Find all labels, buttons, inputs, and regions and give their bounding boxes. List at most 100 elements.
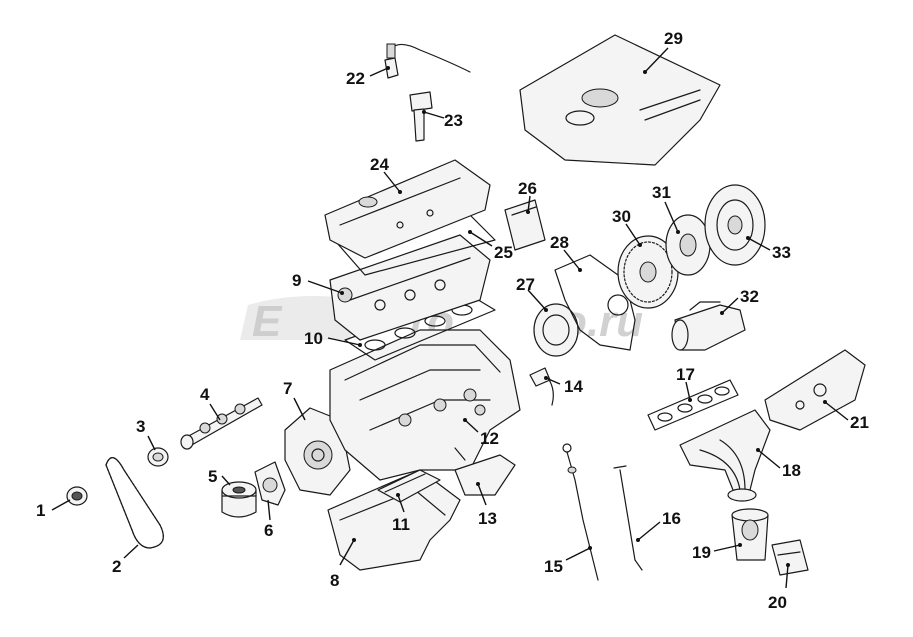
part-6-water-pump (254, 461, 286, 506)
callout-label-10: 10 (304, 329, 323, 348)
callout-label-17: 17 (676, 365, 695, 384)
callout-label-22: 22 (346, 69, 365, 88)
callout-19: 19 (692, 543, 742, 562)
callout-27: 27 (516, 275, 548, 312)
callout-label-5: 5 (208, 467, 217, 486)
part-22-oxygen-sensor (384, 43, 471, 79)
callout-2: 2 (112, 544, 139, 576)
callouts: 1 2 3 4 5 6 7 8 (36, 29, 869, 612)
part-30-flywheel (617, 235, 679, 309)
callout-label-16: 16 (662, 509, 681, 528)
callout-23: 23 (422, 110, 463, 130)
part-32-starter-motor (671, 301, 746, 351)
part-15-dipstick (562, 443, 599, 581)
part-27-rear-main-seal (533, 303, 579, 357)
part-28-rear-engine-plate (554, 254, 636, 351)
callout-label-1: 1 (36, 501, 45, 520)
watermark-text-left: E (252, 297, 283, 346)
callout-label-24: 24 (370, 155, 389, 174)
callout-7: 7 (283, 379, 306, 421)
callout-30: 30 (612, 207, 642, 247)
part-12-block-sensor (474, 404, 486, 416)
callout-label-8: 8 (330, 571, 339, 590)
part-26-cover-plate (504, 199, 546, 251)
part-7-oil-pump-housing (284, 407, 351, 496)
part-1-crank-pulley-bolt (66, 486, 88, 506)
part-21-manifold-heat-shield (764, 349, 866, 431)
engine-block (329, 329, 521, 481)
callout-label-2: 2 (112, 557, 121, 576)
callout-label-32: 32 (740, 287, 759, 306)
part-9-cylinder-head (329, 234, 491, 341)
callout-6: 6 (264, 499, 273, 540)
callout-label-20: 20 (768, 593, 787, 612)
callout-4: 4 (200, 385, 221, 421)
callout-label-4: 4 (200, 385, 210, 404)
callout-label-23: 23 (444, 111, 463, 130)
part-3-tensioner-pulley (147, 447, 169, 467)
part-17-exhaust-gasket (647, 379, 739, 431)
part-20-heat-shield (771, 539, 809, 576)
callout-24: 24 (370, 155, 402, 194)
callout-label-26: 26 (518, 179, 537, 198)
callout-13: 13 (476, 482, 497, 528)
callout-label-12: 12 (480, 429, 499, 448)
callout-label-18: 18 (782, 461, 801, 480)
callout-label-6: 6 (264, 521, 273, 540)
callout-label-33: 33 (772, 243, 791, 262)
callout-label-13: 13 (478, 509, 497, 528)
callout-5: 5 (208, 467, 231, 486)
callout-label-28: 28 (550, 233, 569, 252)
callout-29: 29 (643, 29, 683, 74)
callout-label-11: 11 (392, 515, 410, 534)
part-33-clutch-pressure-plate (704, 184, 766, 266)
callout-label-9: 9 (292, 271, 301, 290)
callout-25: 25 (468, 230, 513, 262)
callout-31: 31 (652, 183, 680, 234)
callout-label-29: 29 (664, 29, 683, 48)
part-23-ignition-coil (409, 91, 433, 142)
callout-18: 18 (756, 448, 801, 480)
callout-1: 1 (36, 499, 71, 520)
callout-12: 12 (463, 418, 499, 448)
callout-label-27: 27 (516, 275, 535, 294)
callout-10: 10 (304, 329, 362, 348)
callout-label-15: 15 (544, 557, 563, 576)
part-16-dipstick-tube (613, 465, 643, 571)
callout-label-7: 7 (283, 379, 292, 398)
callout-21: 21 (823, 400, 869, 432)
callout-28: 28 (550, 233, 582, 272)
part-29-engine-cover (519, 34, 721, 166)
part-4-camshaft (180, 397, 263, 450)
callout-20: 20 (768, 563, 790, 612)
callout-33: 33 (746, 236, 791, 262)
callout-26: 26 (518, 179, 537, 214)
callout-9: 9 (292, 271, 344, 295)
part-31-clutch-disc (665, 214, 711, 276)
callout-16: 16 (636, 509, 681, 542)
callout-11: 11 (392, 493, 410, 534)
callout-22: 22 (346, 66, 390, 88)
callout-14: 14 (544, 376, 583, 396)
part-2-timing-belt (105, 457, 164, 549)
callout-8: 8 (330, 538, 356, 590)
callout-32: 32 (720, 287, 759, 315)
part-5-oil-filter (221, 481, 257, 518)
callout-17: 17 (676, 365, 695, 402)
callout-label-30: 30 (612, 207, 631, 226)
part-14-sensor (529, 367, 554, 406)
part-24-valve-cover (324, 159, 491, 259)
part-13-oil-baffle (454, 447, 516, 496)
part-11-oil-strainer (377, 469, 441, 503)
callout-15: 15 (544, 546, 592, 576)
part-18-exhaust-manifold (679, 409, 771, 502)
callout-label-31: 31 (652, 183, 671, 202)
callout-label-3: 3 (136, 417, 145, 436)
callout-label-19: 19 (692, 543, 711, 562)
callout-label-14: 14 (564, 377, 583, 396)
callout-label-25: 25 (494, 243, 513, 262)
callout-label-21: 21 (850, 413, 869, 432)
part-19-catalytic-converter (731, 508, 769, 561)
callout-3: 3 (136, 417, 156, 451)
